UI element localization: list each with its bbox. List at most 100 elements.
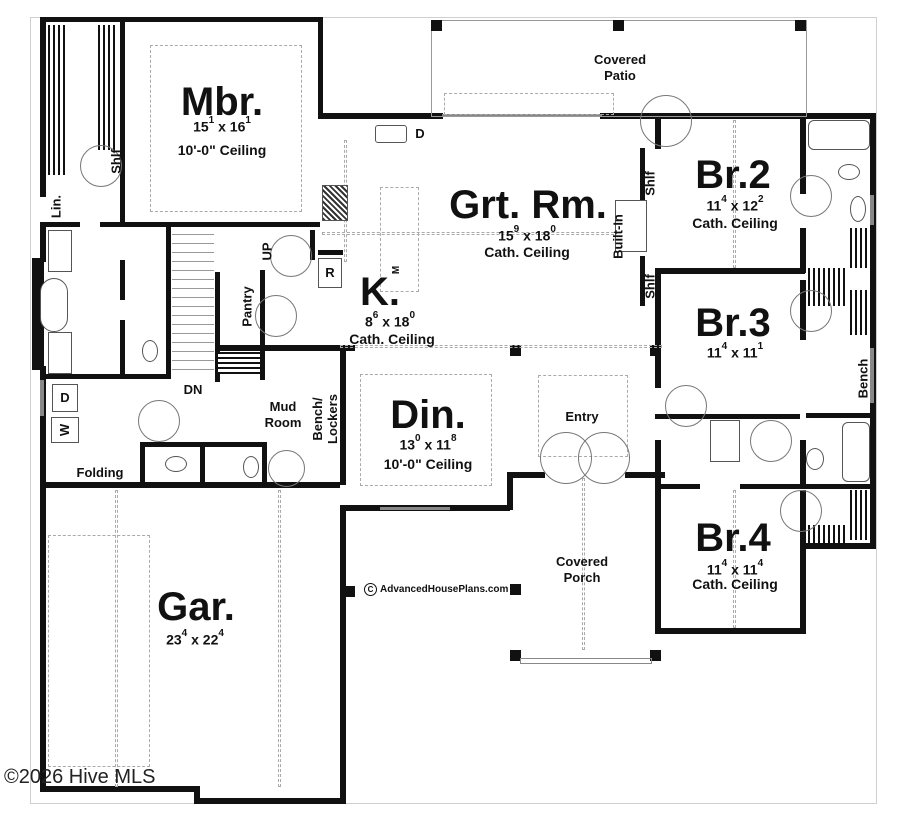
kitchen-island [380,187,419,292]
wall [740,484,806,489]
wall [655,268,805,274]
closet-rod [218,352,260,374]
wall [100,222,320,227]
label-dryer: D [52,384,78,412]
wall [507,472,513,510]
ceiling-line [582,478,585,650]
copyright-icon: C [364,583,377,596]
ceiling-line [150,45,302,212]
closet-rod [850,228,870,268]
mls-watermark: ©2026 Hive MLS [4,766,156,788]
door-swing [268,450,305,487]
wall [40,17,323,22]
label-dishwasher: D [415,126,425,141]
label-bench: Bench [855,358,871,399]
label-washer: W [51,417,79,443]
sink [850,196,866,222]
room-name-br3: Br.3 [695,301,771,345]
wall [40,222,80,227]
label-shelf-gr-top: Shlf [642,171,658,196]
wall [340,505,346,804]
door-swing [780,490,822,532]
wall [40,482,46,792]
ceiling-grt: Cath. Ceiling [484,244,570,260]
ceiling-line [340,345,662,348]
plan-credit: C AdvancedHousePlans.com [364,583,508,596]
toilet [838,164,860,180]
ceiling-din: 10'-0" Ceiling [383,456,473,472]
door-swing [665,385,707,427]
window [380,507,450,510]
closet-rod [98,25,116,150]
kitchen-sink [375,125,407,143]
sliding-door [442,114,602,117]
wall [640,148,645,208]
post [431,20,442,31]
wall [318,113,443,119]
fireplace [615,200,647,252]
room-name-br4: Br.4 [695,516,771,560]
wall [145,442,265,447]
toilet [806,448,824,470]
label-microwave: M [391,265,402,275]
room-name-mbr: Mbr. [180,80,264,124]
room-name-k: K. [360,270,400,314]
label-down: DN [183,382,203,397]
door-swing [80,145,122,187]
garage-door-line [48,535,150,767]
closet-rod [808,268,848,288]
closet-rod [48,25,66,175]
post [650,345,661,356]
closet-rod [808,525,848,543]
post [510,345,521,356]
wall [194,786,200,804]
label-entry: Entry [565,409,599,424]
label-pantry: Pantry [239,286,255,327]
room-dims-gar: 234 x 224 [166,628,224,648]
wall [40,786,200,792]
vanity [48,230,72,272]
wall [655,472,661,632]
room-name-din: Din. [390,393,466,437]
tub [808,120,870,150]
post [510,584,521,595]
tub [40,278,68,332]
tub [842,422,870,482]
wall [215,272,220,382]
room-dims-br3: 114 x 111 [706,341,764,361]
room-dims-k: 86 x 180 [364,310,416,330]
wall [310,230,315,260]
wall [120,260,125,300]
wall [640,256,645,306]
door-swing [790,290,832,332]
wall [655,440,661,480]
credit-text: AdvancedHousePlans.com [380,584,509,595]
wall [120,320,125,378]
post [344,586,355,597]
wall [655,414,800,419]
wall [40,482,340,488]
door-swing [255,295,297,337]
wall [655,268,661,388]
wall [655,628,805,634]
wall [625,472,665,478]
door-swing [750,420,792,462]
room-name-gar: Gar. [157,585,235,629]
wall [40,17,46,197]
porch-step [520,658,652,664]
label-linen: Lin. [48,194,64,219]
room-dims-br2: 114 x 122 [706,194,764,214]
door-swing [640,95,692,147]
wall [806,484,876,489]
door-swing [790,175,832,217]
window [40,380,44,416]
garage-ceiling [115,490,118,787]
stairs [172,230,214,370]
room-dims-mbr: 151 x 161 [193,115,251,135]
closet-rod [850,290,870,335]
wall [800,440,806,488]
post [613,20,624,31]
label-shelf-gr-bottom: Shlf [642,274,658,299]
wall [507,472,545,478]
